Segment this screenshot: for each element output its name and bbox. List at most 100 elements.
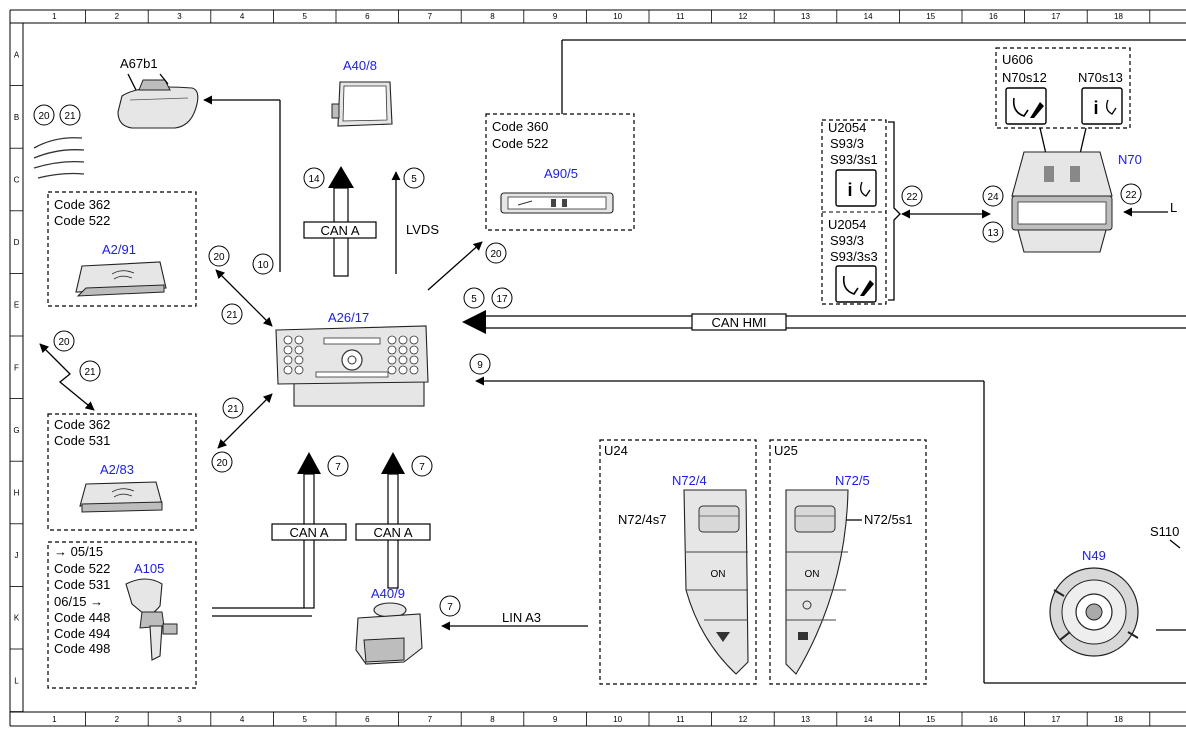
callout-10-label: 10	[257, 260, 269, 271]
column-label: 10	[613, 715, 622, 724]
callout-9	[469, 353, 491, 375]
column-label: 3	[177, 715, 182, 724]
callout-17	[491, 287, 513, 309]
a105-code-2: Code 522	[54, 561, 110, 576]
head-unit-button	[294, 335, 304, 345]
callout-5-mid	[463, 287, 485, 309]
callout-20-d	[211, 451, 233, 473]
n70s12-assist-icon	[1005, 87, 1047, 125]
callout-7-a	[327, 455, 349, 477]
callout-14-label: 14	[308, 174, 320, 185]
head-unit-button	[398, 335, 408, 345]
callout-13-label: 13	[987, 228, 999, 239]
a26-17-button-grid	[283, 335, 419, 375]
head-unit-button	[283, 335, 293, 345]
head-unit-button	[387, 365, 397, 375]
column-label: 10	[613, 12, 622, 21]
head-unit-button	[387, 335, 397, 345]
can-a-left-bus	[297, 452, 321, 609]
callout-7-b-label: 7	[419, 462, 425, 473]
n72-4-label: N72/4	[672, 473, 707, 488]
s93-3-a-label: S93/3	[830, 136, 864, 151]
can-a-right-bus	[381, 452, 405, 589]
can-a-top-label: CAN A	[320, 223, 359, 238]
lvds-label: LVDS	[406, 222, 439, 237]
column-label: 7	[428, 715, 433, 724]
a105-code-3: Code 531	[54, 577, 110, 592]
column-label: 18	[1114, 715, 1123, 724]
callout-14	[303, 167, 325, 189]
a40-9-label: A40/9	[371, 586, 405, 601]
column-label: 1	[52, 715, 57, 724]
a90-5-label: A90/5	[544, 166, 578, 181]
callout-20-top	[33, 104, 55, 126]
can-a-left-label: CAN A	[289, 525, 328, 540]
svg-text:i: i	[847, 180, 852, 200]
lin-a3-label: LIN A3	[502, 610, 541, 625]
row-label: L	[14, 676, 19, 685]
column-label: 12	[738, 12, 747, 21]
a2-83-label: A2/83	[100, 462, 134, 477]
a2-91-module-icon	[75, 261, 167, 297]
callout-22-b	[1120, 183, 1142, 205]
wireless-waves-icon	[33, 137, 85, 179]
a2-91-label: A2/91	[102, 242, 136, 257]
head-unit-button	[387, 345, 397, 355]
can-a-left-box	[271, 523, 347, 541]
a2-83-module-icon	[79, 481, 163, 513]
n49-steering-angle-sensor-icon	[1049, 567, 1139, 657]
callout-21-a-label: 21	[226, 310, 238, 321]
column-label: 9	[553, 12, 558, 21]
column-label: 17	[1051, 715, 1060, 724]
callout-7-a-label: 7	[335, 462, 341, 473]
callout-13	[982, 221, 1004, 243]
a2-83-box	[47, 413, 197, 531]
column-label: 6	[365, 715, 370, 724]
can-a-right-box	[355, 523, 431, 541]
u25-on-label: ON	[805, 569, 820, 580]
callout-7-c	[439, 595, 461, 617]
n72-5-label: N72/5	[835, 473, 870, 488]
can-hmi-box	[691, 313, 787, 331]
callout-21-c-label: 21	[84, 367, 96, 378]
a105-code-6: Code 494	[54, 626, 110, 641]
column-label: 11	[676, 12, 685, 21]
column-label: 13	[801, 715, 810, 724]
n72-4s7-label: N72/4s7	[618, 512, 666, 527]
callout-20-c	[485, 242, 507, 264]
callout-21-a	[221, 303, 243, 325]
a2-91-code-1: Code 362	[54, 197, 110, 212]
row-label: A	[14, 50, 20, 59]
n70s12-label: N70s12	[1002, 70, 1047, 85]
can-a-top-box	[303, 221, 377, 239]
a105-shift-lever-icon	[125, 578, 178, 661]
a40-8-display-icon	[331, 81, 393, 127]
callout-5-top-label: 5	[411, 174, 417, 185]
column-label: 14	[864, 12, 873, 21]
u24-on-label: ON	[711, 569, 726, 580]
column-label: 5	[302, 12, 307, 21]
n49-label: N49	[1082, 548, 1106, 563]
column-label: 2	[115, 12, 120, 21]
callout-5-mid-label: 5	[471, 294, 477, 305]
a90-code-1: Code 360	[492, 119, 548, 134]
row-label: F	[14, 363, 19, 372]
head-unit-button	[294, 365, 304, 375]
row-label: C	[14, 176, 20, 185]
column-label: 6	[365, 12, 370, 21]
a2-83-code-1: Code 362	[54, 417, 110, 432]
row-label: E	[14, 301, 19, 310]
head-unit-button	[294, 345, 304, 355]
callout-20-a-label: 20	[213, 252, 225, 263]
column-label: 18	[1114, 12, 1123, 21]
column-label: 2	[115, 715, 120, 724]
svg-text:i: i	[1093, 98, 1098, 118]
row-label: B	[14, 113, 19, 122]
callout-5-top	[403, 167, 425, 189]
column-label: 13	[801, 12, 810, 21]
u606-box	[995, 47, 1131, 129]
frame-border	[9, 9, 1186, 727]
callout-22-a-label: 22	[906, 192, 918, 203]
column-label: 15	[926, 12, 935, 21]
u24-switch-panel-icon	[683, 489, 749, 675]
